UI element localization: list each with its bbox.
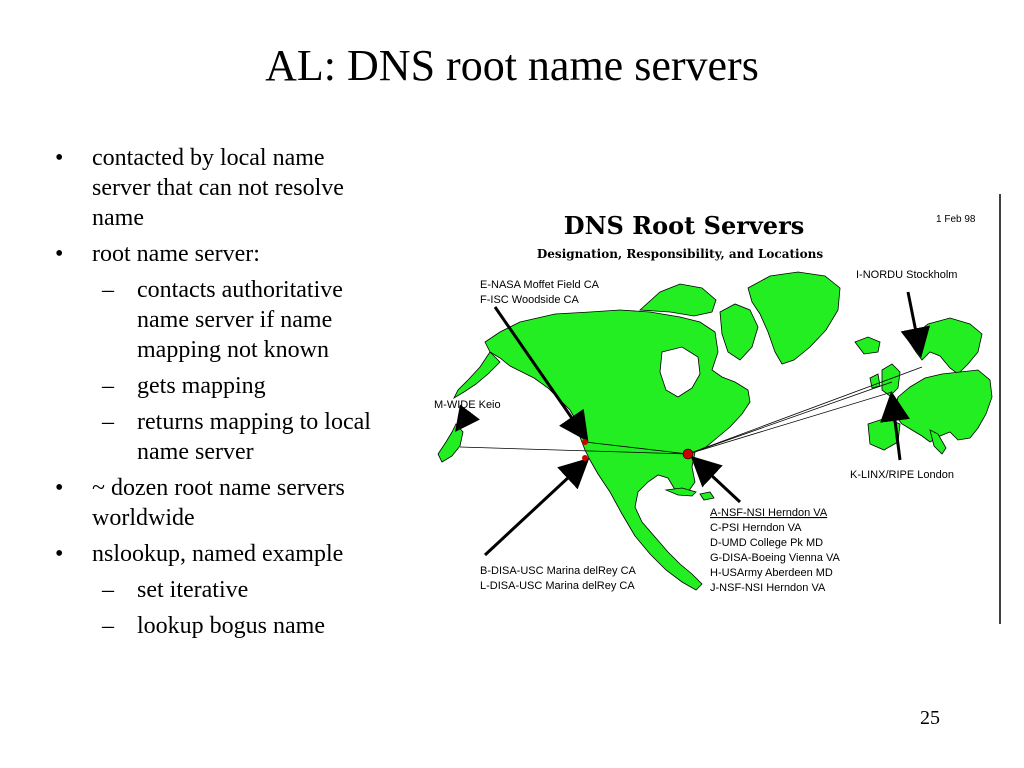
slide-title: AL: DNS root name servers: [265, 41, 759, 90]
bullet-text-line: ~ dozen root name servers: [92, 475, 345, 501]
bullet-text-line: contacted by local name: [92, 145, 325, 171]
label-va-a: A-NSF-NSI Herndon VA: [710, 507, 828, 519]
bullet-marker: –: [102, 409, 114, 435]
arrow-linx: [880, 391, 910, 461]
bullet-marker: •: [55, 541, 64, 567]
bullet-text-line: server that can not resolve: [92, 175, 344, 201]
bullet-marker: –: [102, 577, 114, 603]
bullet-text-line: returns mapping to local: [137, 409, 371, 435]
label-isc: F-ISC Woodside CA: [480, 294, 579, 306]
bullet-text-line: worldwide: [92, 505, 195, 531]
arctic-islands: [639, 283, 717, 317]
hudson-bay: [659, 346, 701, 398]
bullet-item: –returns mapping to local name server: [50, 407, 425, 467]
bullet-text-line: set iterative: [137, 577, 249, 603]
bullet-text-line: nslookup, named example: [92, 541, 344, 567]
japan: [437, 423, 464, 463]
bullet-item: • root name server:: [50, 239, 425, 269]
bullet-item: –set iterative: [50, 575, 425, 605]
map-svg: DNS Root Servers Designation, Responsibi…: [434, 194, 1001, 624]
dns-root-servers-map: DNS Root Servers Designation, Responsibi…: [430, 192, 1010, 632]
greenland: [747, 271, 841, 365]
bullet-text-line: mapping not known: [137, 337, 329, 363]
bullet-text-line: name: [92, 205, 144, 231]
figure-date: 1 Feb 98: [936, 214, 976, 225]
figure-title: DNS Root Servers: [564, 211, 804, 240]
label-nordu: I-NORDU Stockholm: [856, 269, 957, 281]
arrow-nordu: [900, 291, 931, 358]
link-line-london-2: [687, 391, 893, 455]
label-disa-usc-b: B-DISA-USC Marina delRey CA: [480, 565, 637, 577]
british-isles: [881, 363, 901, 397]
bullet-marker: –: [102, 613, 114, 639]
label-group-disa-usc: B-DISA-USC Marina delRey CA L-DISA-USC M…: [480, 565, 637, 592]
bullet-item: • nslookup, named example: [50, 539, 425, 569]
label-va-c: C-PSI Herndon VA: [710, 522, 802, 534]
bullet-text-line: contacts authoritative: [137, 277, 343, 303]
continental-europe: [893, 369, 993, 443]
arrow-virginia: [690, 455, 742, 504]
label-va-g: G-DISA-Boeing Vienna VA: [710, 552, 840, 564]
label-va-d: D-UMD College Pk MD: [710, 537, 823, 549]
label-disa-usc-l: L-DISA-USC Marina delRey CA: [480, 580, 635, 592]
server-dot-virginia: [682, 448, 694, 460]
caribbean-islands: [664, 487, 697, 497]
bullet-list: • contacted by local name server that can …: [50, 143, 425, 647]
label-va-j: J-NSF-NSI Herndon VA: [710, 582, 826, 594]
label-nasa: E-NASA Moffet Field CA: [480, 279, 600, 291]
label-va-h: H-USArmy Aberdeen MD: [710, 567, 833, 579]
bullet-item: –gets mapping: [50, 371, 425, 401]
alaska-peninsula: [453, 351, 501, 400]
bullet-item: –contacts authoritative name server if na…: [50, 275, 425, 365]
link-line-ca-va: [584, 441, 689, 455]
bullet-item: • ~ dozen root name servers worldwide: [50, 473, 425, 533]
label-linx: K-LINX/RIPE London: [850, 469, 954, 481]
bullet-item: • contacted by local name server that can …: [50, 143, 425, 233]
bullet-marker: –: [102, 277, 114, 303]
server-dot-marina-delrey: [582, 455, 588, 461]
bullet-text-line: name server: [137, 439, 254, 465]
figure-subtitle: Designation, Responsibility, and Locatio…: [537, 247, 823, 261]
bullet-marker: •: [55, 145, 64, 171]
bullet-text-line: root name server:: [92, 241, 260, 267]
bullet-text-line: name server if name: [137, 307, 333, 333]
baffin-island: [719, 303, 759, 361]
arrow-nasa-isc: [493, 306, 589, 442]
italy: [929, 429, 947, 455]
server-dot-california: [582, 439, 588, 445]
bullet-marker: •: [55, 475, 64, 501]
bullet-text-line: gets mapping: [137, 373, 266, 399]
bullet-marker: –: [102, 373, 114, 399]
bullet-item: –lookup bogus name: [50, 611, 425, 641]
iceland: [854, 336, 881, 355]
bullet-marker: •: [55, 241, 64, 267]
link-line-stockholm: [687, 366, 923, 455]
arrow-wide: [455, 404, 480, 432]
page-number: 25: [920, 707, 940, 729]
link-line-keio: [459, 446, 689, 455]
label-group-virginia: A-NSF-NSI Herndon VA C-PSI Herndon VA D-…: [710, 507, 840, 594]
label-wide: M-WIDE Keio: [434, 399, 501, 411]
caribbean-islands-2: [699, 491, 715, 501]
bullet-text-line: lookup bogus name: [137, 613, 325, 639]
link-line-london: [687, 381, 893, 455]
arrow-disa-usc: [483, 457, 590, 557]
